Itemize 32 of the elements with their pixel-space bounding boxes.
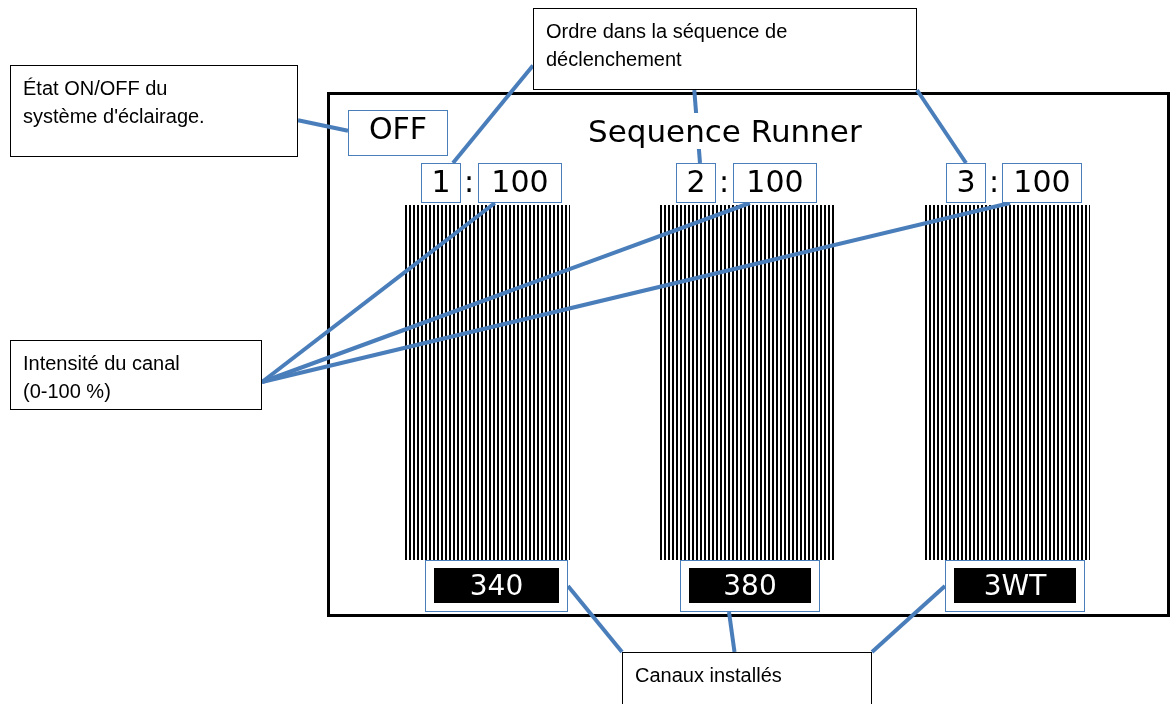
colon-separator: : — [464, 164, 475, 199]
leader-line — [915, 88, 968, 165]
striped-bar — [660, 205, 836, 560]
value-box: 3 — [946, 163, 986, 203]
channel-label: 340 — [434, 568, 559, 603]
callout-box: Ordre dans la séquence de déclenchement — [533, 8, 917, 90]
value-box: 100 — [733, 163, 817, 203]
callout-box: Canaux installés — [622, 652, 872, 704]
screen-title: Sequence Runner — [588, 113, 862, 149]
leader-line — [727, 611, 737, 653]
value-box: 1 — [421, 163, 461, 203]
striped-bar — [405, 205, 570, 560]
callout-box: État ON/OFF du système d'éclairage. — [10, 65, 298, 157]
leader-line — [261, 201, 1011, 384]
colon-separator: : — [719, 164, 730, 199]
striped-bar — [925, 205, 1090, 560]
leader-line — [451, 64, 535, 165]
channel-label: 3WT — [954, 568, 1076, 603]
screen-panel — [327, 92, 1170, 617]
highlight-frame — [680, 560, 820, 612]
value-box: 100 — [478, 163, 562, 203]
colon-separator: : — [989, 164, 1000, 199]
leader-line — [566, 584, 624, 654]
value-box: 100 — [1002, 163, 1082, 203]
callout-box: Intensité du canal (0-100 %) — [10, 340, 262, 410]
value-box: 2 — [676, 163, 716, 203]
leader-line — [870, 584, 947, 654]
channel-label: 380 — [689, 568, 811, 603]
value-box: OFF — [348, 110, 448, 156]
highlight-frame — [425, 560, 568, 612]
leader-line — [297, 118, 349, 133]
highlight-frame — [945, 560, 1085, 612]
